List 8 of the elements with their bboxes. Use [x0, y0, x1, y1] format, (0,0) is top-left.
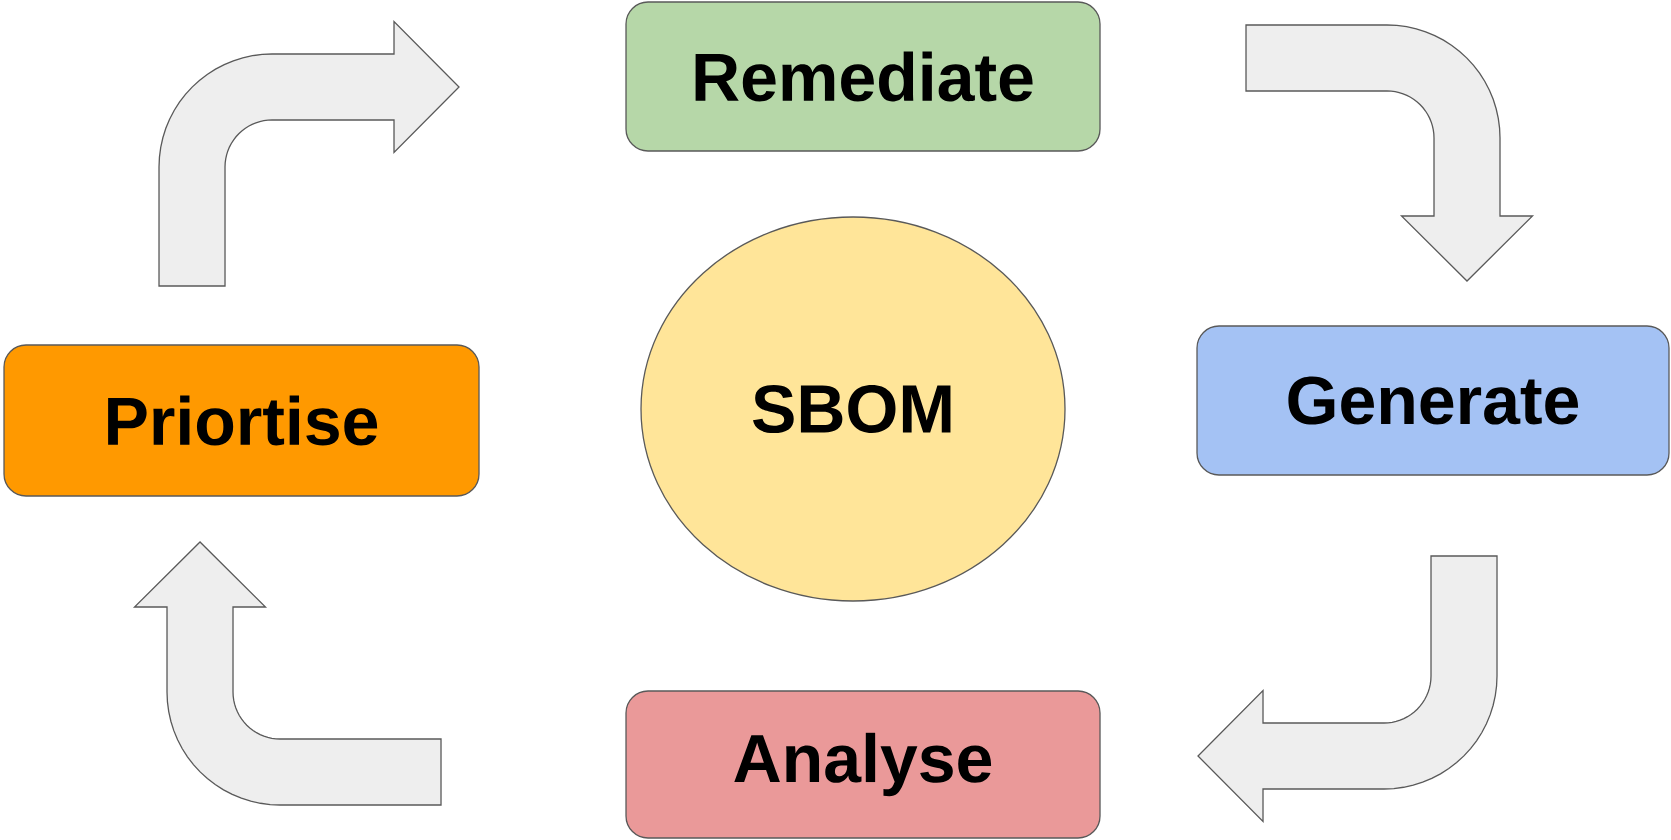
block-arrow: [158, 19, 460, 287]
block-arrow: [1197, 555, 1498, 824]
process-box: Remediate: [625, 1, 1101, 152]
ellipse-node: SBOM: [640, 216, 1066, 602]
process-box: Generate: [1196, 325, 1670, 476]
process-box: Priortise: [3, 344, 480, 497]
block-arrow: [132, 541, 442, 806]
process-box: Analyse: [625, 690, 1101, 839]
